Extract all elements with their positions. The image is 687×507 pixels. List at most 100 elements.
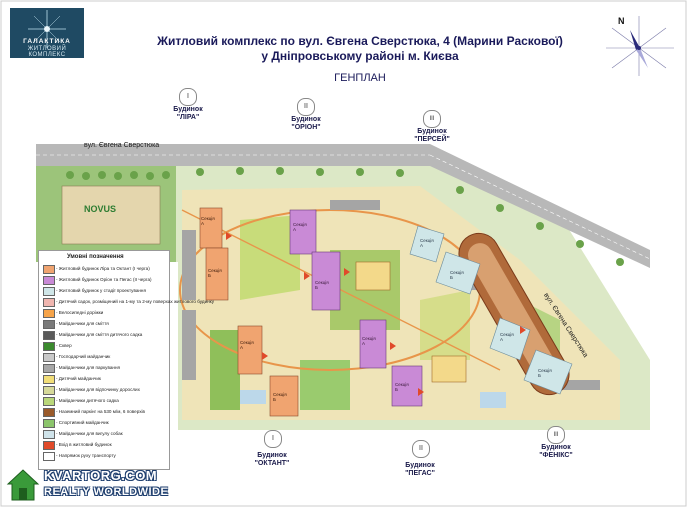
legend-label: - Сквер	[56, 343, 72, 348]
building-word: Будинок	[417, 128, 447, 135]
legend-item: - Майданчики для сміття	[43, 319, 167, 329]
legend-swatch	[43, 265, 55, 274]
building-pegas-shape	[359, 319, 423, 407]
street-label-top: вул. Євгена Сверстюка	[84, 142, 160, 149]
legend-item: - Майданчики для паркування	[43, 363, 167, 373]
numeral-badge: II	[412, 440, 430, 458]
main-road-top	[36, 144, 650, 268]
map-legend: Умовні позначення - Житловий будинок Лір…	[38, 250, 214, 470]
legend-title: Умовні позначення	[67, 254, 124, 260]
legend-label: - Майданчики для сміття	[56, 321, 109, 326]
building-name-pegas: "ПЕГАС"	[405, 470, 435, 477]
legend-swatch	[43, 452, 55, 461]
title-line-2: у Дніпровському районі м. Києва	[261, 49, 459, 63]
legend-label: - Житловий будинок у стадії проектування	[56, 288, 146, 293]
section-label-lira-a: Секція А	[201, 216, 215, 226]
building-word: Будинок	[405, 462, 435, 469]
section-label-orion-a: Секція А	[293, 222, 307, 232]
legend-swatch	[43, 430, 55, 439]
legend-item: - Напрямок руху транспорту	[43, 451, 167, 461]
legend-item: - Господарчий майданчик	[43, 352, 167, 362]
legend-label: - Житловий будинок Ліра та Октант (І чер…	[56, 266, 150, 271]
legend-label: - Велосипедні доріжки	[56, 310, 104, 315]
compass-icon	[606, 16, 674, 76]
building-persei-shape	[409, 225, 481, 295]
watermark-line-1: KVARTORG.COM	[44, 468, 158, 483]
legend-swatch	[43, 276, 55, 285]
building-oktant-shape	[237, 325, 299, 417]
logo-star-icon	[28, 10, 66, 48]
watermark: KVARTORG.COM REALTY WORLDWIDE	[4, 466, 204, 504]
legend-label: - Вхід в житловий будинок	[56, 442, 112, 447]
numeral-badge: I	[179, 88, 197, 106]
section-label-pegas-b: Секція Б	[395, 382, 409, 392]
legend-item: - Майданчики для вигулу собак	[43, 429, 167, 439]
dog-walk-area-2	[240, 390, 266, 404]
legend-swatch	[43, 375, 55, 384]
lawn-1	[240, 215, 300, 300]
legend-item: - Дитячий садок, розміщений на 1-му та 2…	[43, 297, 214, 307]
section-label-oktant-b: Секція Б	[273, 392, 287, 402]
building-word: Будинок	[291, 116, 321, 123]
building-name-orion: "ОРІОН"	[291, 124, 321, 131]
legend-label: - Дитячий садок, розміщений на 1-му та 2…	[56, 299, 215, 304]
section-label-lira-b: Секція Б	[208, 268, 222, 278]
callout-fenix: III Будинок "ФЕНІКС"	[526, 426, 586, 460]
house-icon	[6, 469, 40, 501]
entrance-markers	[226, 232, 526, 396]
legend-label: - Житловий будинок Оріон та Пегас (ІІ че…	[56, 277, 152, 282]
legend-label: - Майданчики для вигулу собак	[56, 431, 123, 436]
lawn-3	[420, 290, 470, 360]
legend-label: - Майданчики дитячого садка	[56, 398, 119, 403]
legend-label: - Наземний паркінг на 530 м/м, 6 поверхі…	[56, 409, 145, 414]
building-name-fenix: "ФЕНІКС"	[539, 452, 573, 459]
section-label-pegas-a: Секція А	[362, 336, 376, 346]
playground-2	[431, 355, 467, 383]
legend-label: - Господарчий майданчик	[56, 354, 111, 359]
legend-swatch	[43, 320, 55, 329]
legend-label: - Майданчики для паркування	[56, 365, 120, 370]
section-label-persei-a: Секція А	[420, 238, 434, 248]
legend-label: - Дитячий майданчик	[56, 376, 101, 381]
legend-swatch	[43, 397, 55, 406]
lawn-5	[300, 360, 350, 410]
building-lira-shape	[199, 207, 229, 301]
legend-item: - Велосипедні доріжки	[43, 308, 167, 318]
section-label-orion-b: Секція Б	[315, 280, 329, 290]
legend-label: - Майданчики для відпочинку дорослих	[56, 387, 140, 392]
dog-walk-area	[480, 392, 506, 408]
building-word: Будинок	[541, 444, 571, 451]
legend-swatch	[43, 408, 55, 417]
numeral-badge: III	[423, 110, 441, 128]
legend-swatch	[43, 298, 55, 307]
legend-list: - Житловий будинок Ліра та Октант (І чер…	[43, 264, 214, 464]
novus-plot	[61, 185, 161, 245]
callout-oktant: I Будинок "ОКТАНТ"	[242, 430, 302, 468]
legend-label: - Спортивний майданчик	[56, 420, 109, 425]
logo-subtext: ЖИТЛОВИЙ КОМПЛЕКС	[27, 46, 67, 58]
numeral-badge: II	[297, 98, 315, 116]
legend-swatch	[43, 419, 55, 428]
legend-item: - Майданчики дитячого садка	[43, 396, 167, 406]
legend-swatch	[43, 309, 55, 318]
compass-rose: N	[600, 10, 680, 80]
legend-label: - Майданчики для сміття дитячого садка	[56, 332, 143, 337]
legend-item: - Житловий будинок у стадії проектування	[43, 286, 167, 296]
galaktika-logo	[10, 8, 84, 58]
legend-swatch	[43, 441, 55, 450]
legend-item: - Дитячий майданчик	[43, 374, 167, 384]
legend-item: - Житловий будинок Оріон та Пегас (ІІ че…	[43, 275, 167, 285]
legend-item: - Вхід в житловий будинок	[43, 440, 167, 450]
numeral-badge: III	[547, 426, 565, 444]
title-line-1: Житловий комплекс по вул. Євгена Сверстю…	[157, 34, 563, 48]
callout-pegas: II Будинок "ПЕГАС"	[390, 440, 450, 478]
legend-item: - Наземний паркінг на 530 м/м, 6 поверхі…	[43, 407, 167, 417]
store-label: NOVUS	[84, 204, 117, 214]
playground-1	[355, 261, 391, 291]
building-name-lira: "ЛІРА"	[176, 114, 200, 121]
page-subtitle: ГЕНПЛАН	[334, 72, 386, 84]
callout-orion: II Будинок "ОРІОН"	[278, 98, 334, 132]
page-title: Житловий комплекс по вул. Євгена Сверстю…	[60, 34, 660, 64]
